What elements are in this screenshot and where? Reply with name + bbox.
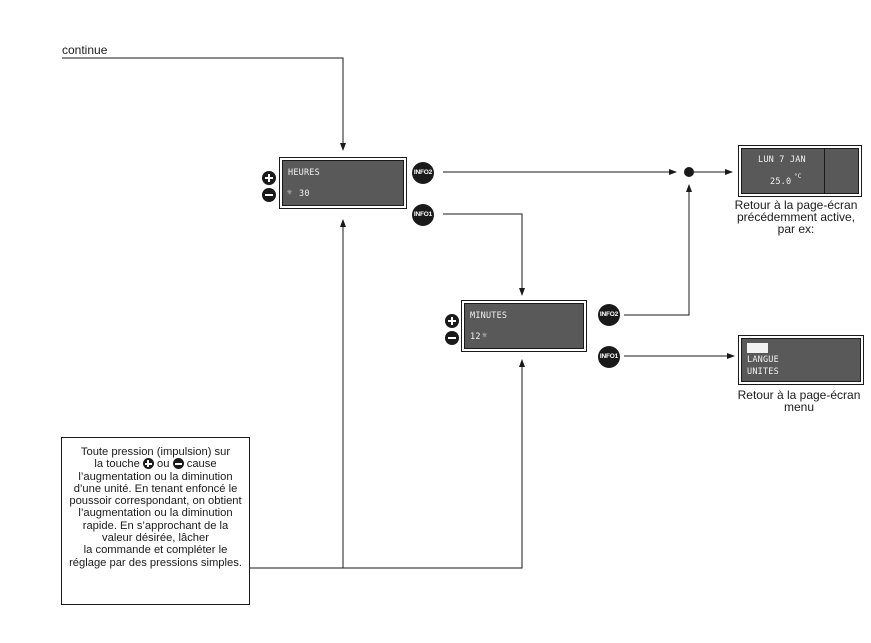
minutes-screen: MINUTES 12 ☼ — [464, 303, 584, 349]
note-line2-b: ou — [157, 458, 170, 471]
menu-item-langue: LANGUE — [747, 355, 779, 365]
note-line6: l’augmentation ou la diminution — [78, 507, 233, 520]
current-line1: LUN 7 JAN — [758, 155, 806, 165]
blink-icon: ☼ — [287, 188, 293, 198]
minutes-title: MINUTES — [470, 311, 508, 321]
menu-item-date: DATE — [747, 343, 769, 353]
plus-button-minutes[interactable] — [445, 314, 459, 328]
return-prev-line3: par ex: — [777, 222, 815, 236]
wire-continue-to-heures — [62, 57, 346, 151]
wire-info2b-to-junction — [624, 184, 692, 316]
blink-icon: ☼ — [482, 331, 488, 341]
menu-screen: DATE LANGUE UNITES — [741, 338, 861, 382]
note-line3: l’augmentation ou la diminution — [78, 470, 233, 483]
return-menu-line2: menu — [783, 400, 815, 414]
current-screen: LUN 7 JAN 25.0 °C — [741, 148, 859, 194]
info1-button-top[interactable]: INFO1 — [412, 204, 434, 226]
plus-icon — [142, 458, 154, 470]
minus-button-heures[interactable] — [262, 188, 276, 202]
screen-divider — [824, 149, 825, 193]
return-prev-line2: précédemment active, — [736, 210, 856, 224]
return-menu-caption: Retour à la page-écran menu — [728, 389, 870, 413]
note-line5: poussoir correspondant, on obtient — [69, 495, 242, 508]
note-line10: réglage par des pressions simples. — [69, 556, 242, 569]
info2-button-top[interactable]: INFO2 — [412, 162, 434, 184]
return-prev-caption: Retour à la page-écran précédemment acti… — [728, 199, 864, 235]
heures-value: 30 — [299, 189, 310, 199]
note-line2: la touche ou cause — [62, 458, 249, 470]
return-prev-line1: Retour à la page-écran — [734, 198, 858, 212]
continue-label: continue — [62, 43, 108, 57]
plus-button-heures[interactable] — [262, 171, 276, 185]
note-line2-a: la touche — [94, 458, 140, 471]
current-unit: °C — [794, 173, 802, 180]
minutes-value: 12 — [470, 332, 481, 342]
note-line2-c: cause — [186, 458, 217, 471]
info1-button-bottom[interactable]: INFO1 — [598, 346, 620, 368]
menu-item-unites: UNITES — [747, 367, 779, 377]
wire-note-to-minutes — [250, 359, 525, 569]
wire-info1-to-minutes — [443, 213, 525, 296]
junction-dot — [684, 167, 694, 177]
note-line7: rapide. En s’approchant de la — [82, 519, 229, 532]
note-line4: d’une unité. En tenant enfoncé le — [73, 482, 238, 495]
return-menu-line1: Retour à la page-écran — [737, 388, 861, 402]
note-line9: la commande et compléter le — [83, 544, 228, 557]
info2-button-bottom[interactable]: INFO2 — [598, 304, 620, 326]
minus-button-minutes[interactable] — [445, 331, 459, 345]
heures-title: HEURES — [288, 168, 320, 178]
note-line8: valeur désirée, lâcher — [102, 532, 209, 545]
heures-screen: HEURES ☼ 30 — [282, 160, 404, 206]
note-line1: Toute pression (impulsion) sur — [80, 446, 231, 458]
minus-icon — [172, 458, 184, 470]
current-line2: 25.0 — [770, 177, 792, 187]
explanation-note: Toute pression (impulsion) sur la touche… — [61, 437, 250, 605]
